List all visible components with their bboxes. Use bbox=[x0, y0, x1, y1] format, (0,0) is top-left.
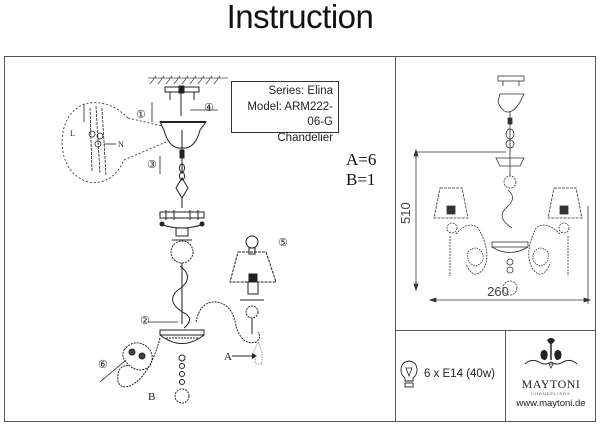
height-dimension: 510 bbox=[398, 202, 413, 224]
brand-name: MAYTONI bbox=[521, 377, 581, 391]
crystal-ball bbox=[170, 240, 194, 264]
callout-1: ① bbox=[136, 109, 146, 121]
lamp-spec-text: 6 x E14 (40w) bbox=[424, 368, 495, 380]
part-a-count: A=6 bbox=[346, 150, 377, 169]
lamp-spec: 6 x E14 (40w) bbox=[400, 360, 495, 388]
wire-label-l: L bbox=[70, 129, 75, 138]
instruction-frame bbox=[4, 56, 596, 422]
brand-subtitle: CHANDELIERS bbox=[531, 391, 571, 396]
ceiling-hatch bbox=[148, 75, 228, 85]
lamp-shade bbox=[229, 235, 277, 334]
part-b-count: B=1 bbox=[346, 170, 376, 189]
central-bowl bbox=[159, 329, 205, 404]
product-type-label: Chandelier bbox=[277, 131, 333, 144]
brand-url[interactable]: www.maytoni.de bbox=[516, 398, 586, 409]
product-info-box: Series: Elina Model: ARM222-06-G Chandel… bbox=[231, 81, 339, 144]
height-dimension-line bbox=[413, 148, 506, 292]
stem-spiral bbox=[172, 263, 190, 329]
brand-logo: MAYTONI CHANDELIERS www.maytoni.de bbox=[506, 336, 596, 409]
mounting-bracket bbox=[164, 85, 200, 116]
chain bbox=[179, 130, 185, 181]
callout-4: ④ bbox=[204, 102, 214, 114]
lamp-arm bbox=[195, 301, 261, 344]
width-dimension: 260 bbox=[487, 284, 509, 299]
maytoni-logo-icon bbox=[524, 338, 578, 369]
callout-6: ⑥ bbox=[98, 359, 108, 371]
page-title: Instruction bbox=[226, 0, 374, 35]
divider-horizontal bbox=[395, 330, 595, 331]
wire-label-n: N bbox=[118, 140, 124, 149]
label-b: B bbox=[148, 391, 155, 403]
divider-logo bbox=[505, 330, 506, 421]
series-label: Series: Elina bbox=[268, 85, 333, 97]
callout-3: ③ bbox=[147, 159, 157, 171]
model-label: Model: ARM222-06-G bbox=[247, 100, 333, 129]
width-dimension-line bbox=[428, 206, 592, 304]
assembly-diagram: ① ④ ③ ② ⑤ ⑥ A B L N bbox=[61, 75, 288, 404]
dimension-diagram: 510 260 bbox=[398, 75, 592, 304]
light-bulb-icon bbox=[400, 360, 418, 388]
pendant-a bbox=[253, 340, 263, 365]
label-a: A bbox=[224, 351, 232, 363]
canopy bbox=[159, 121, 207, 149]
upper-ornament bbox=[159, 177, 205, 241]
divider-vertical bbox=[395, 56, 396, 421]
wiring-detail-inset bbox=[61, 102, 167, 183]
callout-2: ② bbox=[140, 315, 150, 327]
parts-count: A=6 B=1 bbox=[346, 150, 376, 190]
leader-lines bbox=[148, 102, 218, 323]
arm-b-ornament bbox=[117, 337, 161, 388]
callout-5: ⑤ bbox=[278, 237, 288, 249]
